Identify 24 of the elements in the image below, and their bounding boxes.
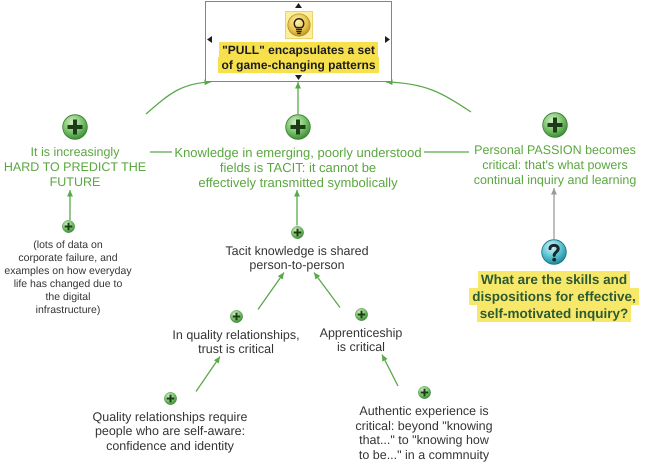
idea-text: Personal PASSION becomes critical: that's what powers continual inquiry and learning	[472, 143, 638, 188]
arrow	[386, 79, 472, 113]
idea-text: Knowledge in emerging, poorly understood fields is TACIT: it cannot be effectively transmitted symbolically	[173, 145, 423, 190]
arrow	[295, 82, 301, 114]
arrow	[313, 272, 341, 308]
topic-box	[205, 1, 392, 82]
note-text: (lots of data on corporate failure, and examples on how everyday life has changed due to the digital infrastructure)	[3, 239, 133, 317]
arrow	[294, 190, 300, 226]
topic-text: "PULL" encapsulates a set of game-changing patterns	[210, 43, 388, 73]
arrow	[257, 272, 285, 310]
idea-text: It is increasingly HARD TO PREDICT THE FUTURE	[2, 145, 148, 190]
arrow	[67, 190, 73, 220]
idea-text: In quality relationships, trust is critical	[171, 328, 301, 356]
arrow	[551, 188, 557, 239]
question-text: What are the skills and dispositions for effective, self-motivated inquiry?	[464, 271, 644, 322]
connector-line	[150, 151, 172, 153]
arrow	[146, 79, 212, 114]
idea-text: Authentic experience is critical: beyond "knowing that..." to "knowing how to be..." in a commnuity	[354, 404, 494, 462]
arrow	[195, 356, 221, 392]
idea-text: Tacit knowledge is shared person-to-person	[224, 244, 370, 272]
arrow	[381, 354, 399, 386]
idea-text: Quality relationships require people who are self-aware: confidence and identity	[92, 410, 248, 453]
connector-line	[424, 151, 469, 153]
idea-text: Apprenticeship is critical	[318, 326, 404, 354]
